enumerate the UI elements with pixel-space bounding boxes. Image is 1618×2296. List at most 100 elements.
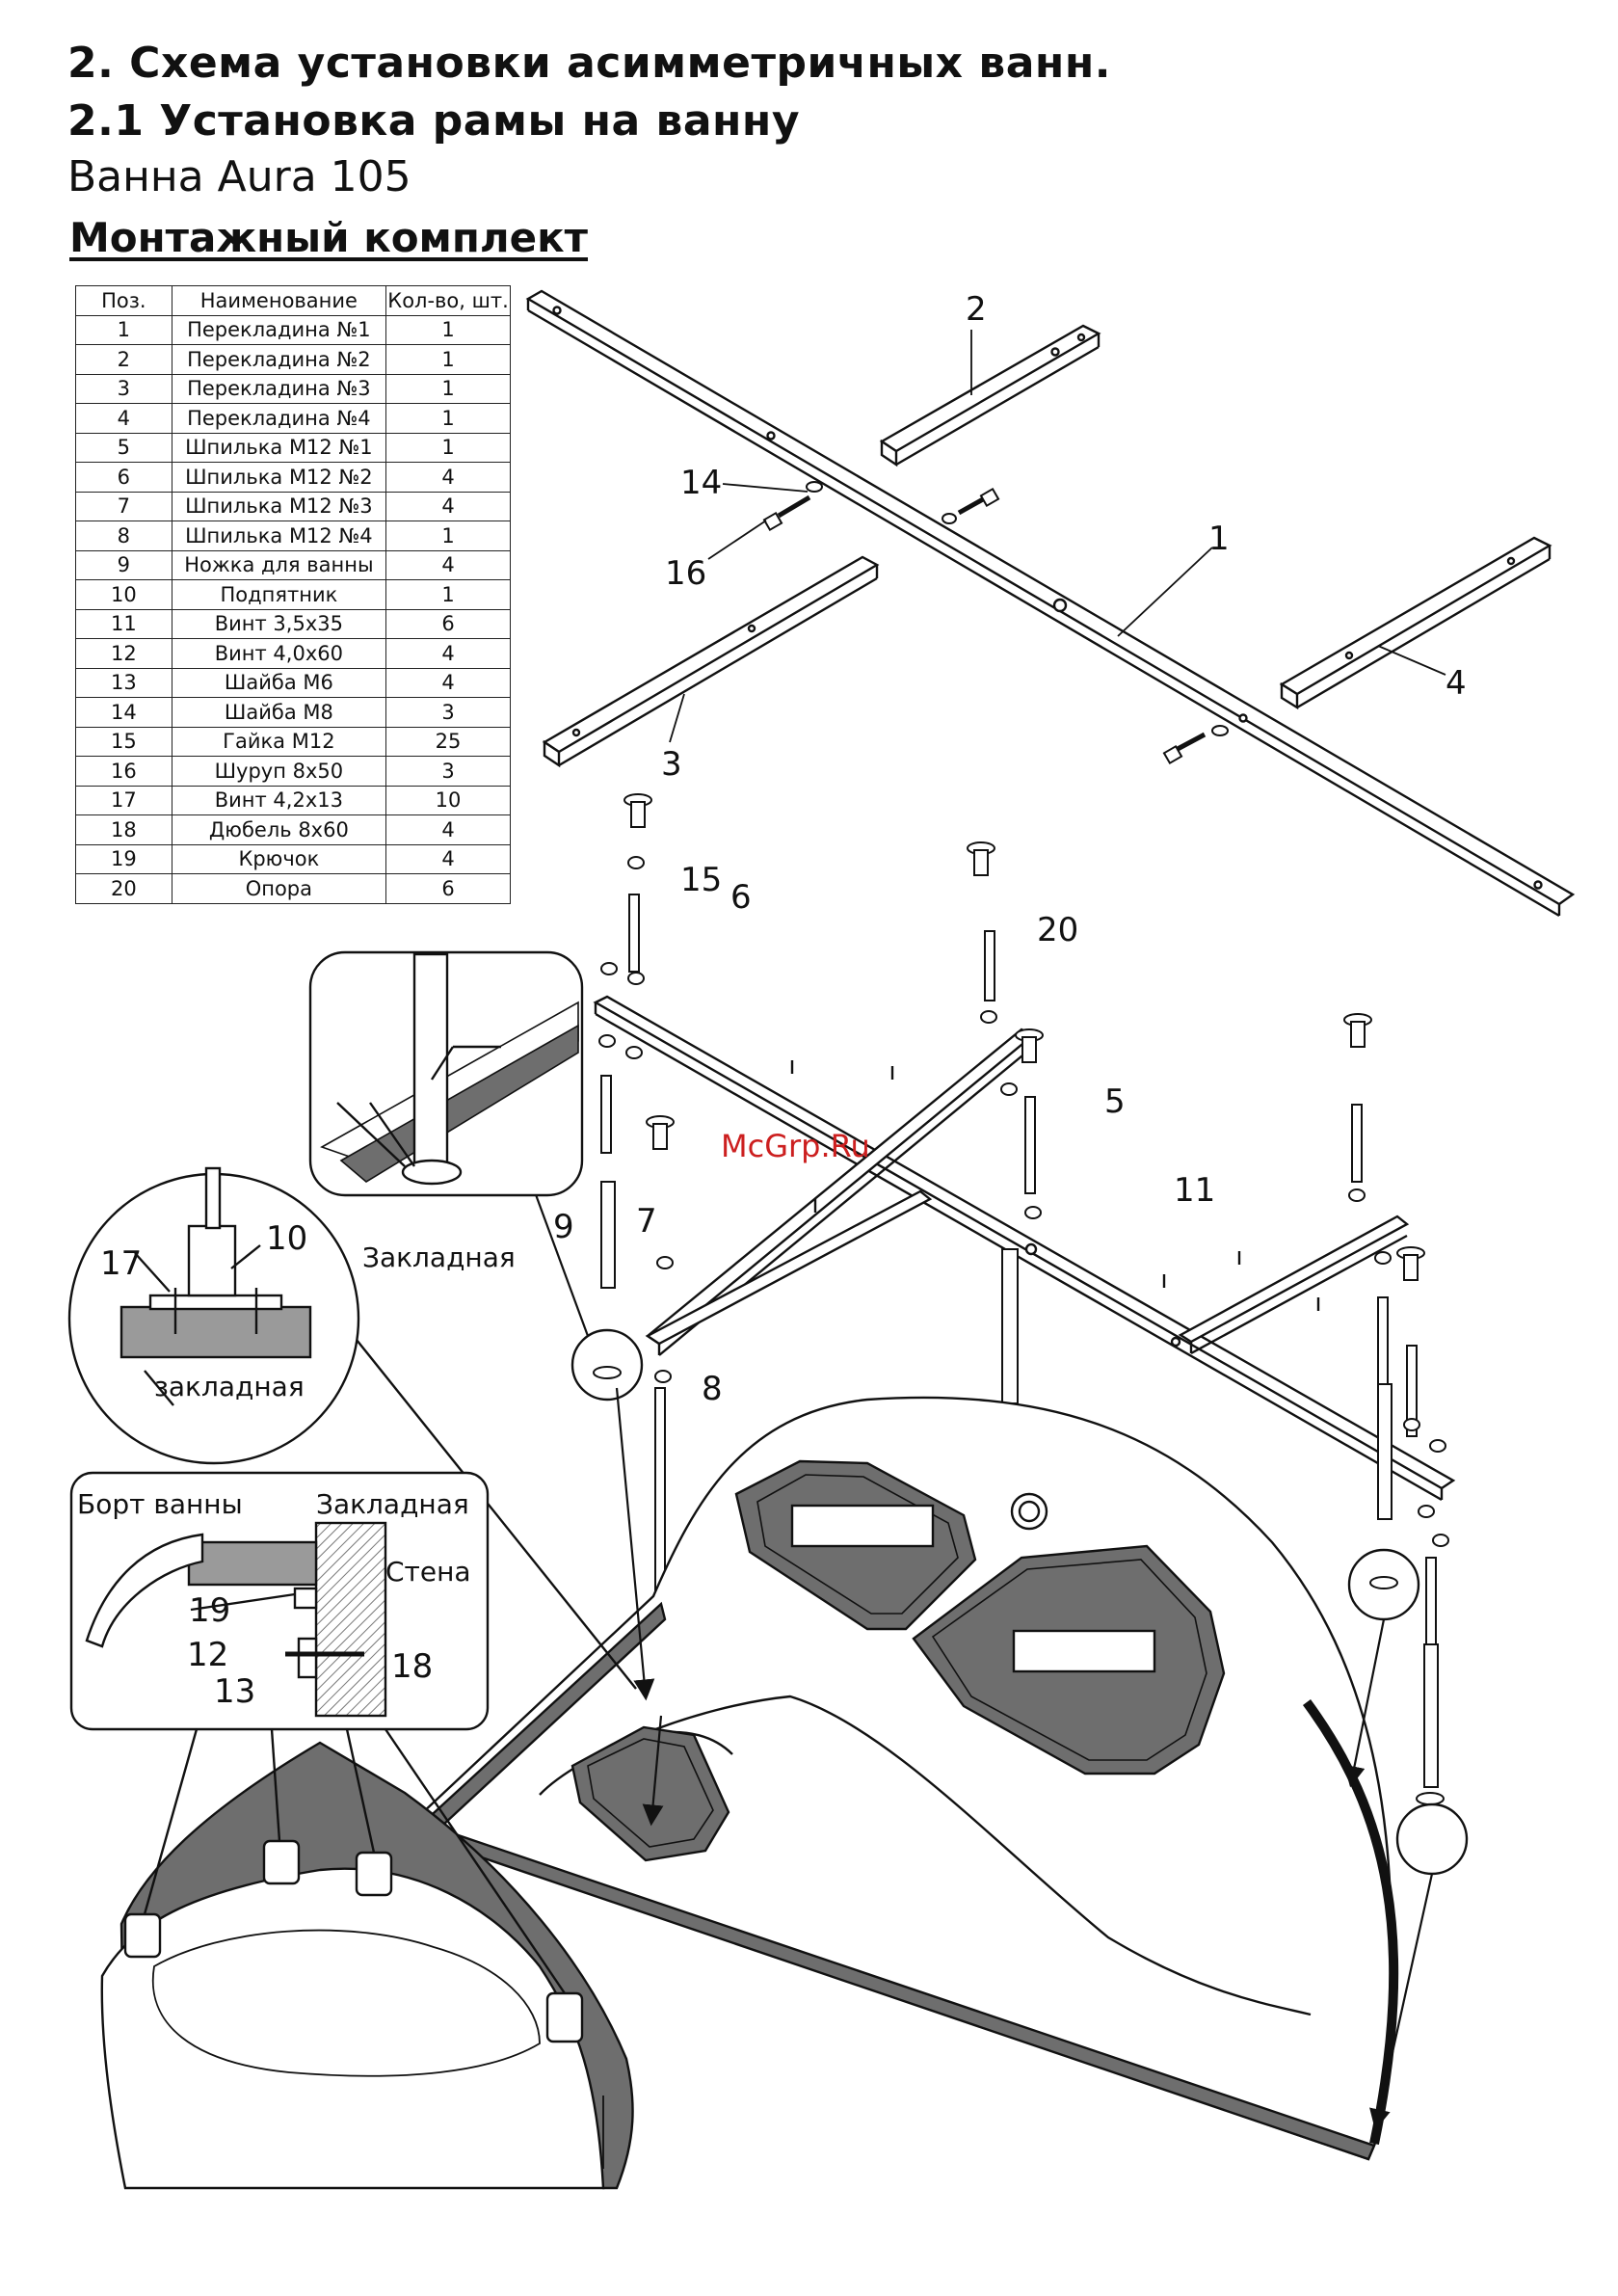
callout-20: 20	[1037, 911, 1078, 949]
callout-6: 6	[730, 878, 752, 917]
cell-qty: 4	[385, 638, 511, 669]
cell-name: Шпилька М12 №2	[171, 462, 387, 493]
detail-podpyatnik	[67, 1166, 637, 1690]
cell-name: Подпятник	[171, 579, 387, 610]
cell-pos: 10	[75, 579, 172, 610]
callout-17: 17	[100, 1244, 142, 1283]
threaded-rods	[600, 894, 1439, 1788]
callout-14: 14	[680, 464, 722, 502]
beam-1	[525, 289, 1576, 918]
cell-qty: 1	[385, 521, 511, 551]
cell-name: Шпилька М12 №4	[171, 521, 387, 551]
cell-pos: 1	[75, 314, 172, 345]
supports-20	[623, 793, 1425, 1281]
bathtub	[402, 1396, 1399, 2161]
cell-pos: 7	[75, 491, 172, 521]
callout-15: 15	[680, 861, 722, 899]
callout-7: 7	[636, 1202, 657, 1241]
beam-3	[542, 555, 880, 768]
cell-name: Шпилька М12 №1	[171, 432, 387, 463]
page-title: 2. Схема установки асимметричных ванн.	[67, 39, 1111, 88]
cell-name: Винт 3,5х35	[171, 608, 387, 639]
cell-pos: 2	[75, 344, 172, 375]
cell-pos: 19	[75, 843, 172, 874]
model-name: Ванна Aura 105	[67, 152, 411, 201]
cell-pos: 18	[75, 814, 172, 845]
callout-18: 18	[391, 1647, 433, 1686]
cell-qty: 4	[385, 491, 511, 521]
cell-pos: 4	[75, 403, 172, 434]
screw-16c	[1162, 725, 1229, 765]
cell-name: Шайба М8	[171, 697, 387, 728]
cell-qty: 6	[385, 873, 511, 904]
lower-frame	[593, 995, 1456, 1502]
callout-1: 1	[1208, 520, 1230, 558]
callout-5: 5	[1104, 1082, 1126, 1121]
parts-table-header: Поз. Наименование Кол-во, шт.	[75, 285, 511, 316]
cell-qty: 3	[385, 697, 511, 728]
cell-qty: 1	[385, 344, 511, 375]
screw-16b	[942, 487, 1000, 524]
cell-qty: 1	[385, 373, 511, 404]
col-name: Наименование	[171, 285, 387, 316]
cell-name: Винт 4,0х60	[171, 638, 387, 669]
callout-12: 12	[187, 1636, 228, 1674]
leaders-upper	[669, 330, 1446, 743]
callout-10: 10	[266, 1219, 307, 1258]
label-zakladnaya-box: Закладная	[316, 1488, 469, 1520]
cell-pos: 11	[75, 608, 172, 639]
cell-name: Винт 4,2х13	[171, 785, 387, 815]
cell-qty: 25	[385, 726, 511, 757]
wall-installation	[100, 1728, 634, 2190]
cell-pos: 12	[75, 638, 172, 669]
label-stena: Стена	[385, 1556, 471, 1588]
callout-13: 13	[214, 1672, 255, 1711]
label-bort: Борт ванны	[77, 1488, 243, 1520]
cell-pos: 20	[75, 873, 172, 904]
nuts	[598, 856, 1449, 1547]
cell-qty: 4	[385, 814, 511, 845]
cell-pos: 14	[75, 697, 172, 728]
col-qty: Кол-во, шт.	[385, 285, 511, 316]
screw-16	[762, 481, 823, 532]
cell-qty: 4	[385, 549, 511, 580]
cell-name: Шайба М6	[171, 667, 387, 698]
cell-name: Шпилька М12 №3	[171, 491, 387, 521]
cell-qty: 1	[385, 432, 511, 463]
cell-name: Перекладина №3	[171, 373, 387, 404]
cell-qty: 6	[385, 608, 511, 639]
cell-name: Опора	[171, 873, 387, 904]
callout-4: 4	[1446, 664, 1467, 703]
cell-pos: 3	[75, 373, 172, 404]
label-zakladnaya-lower: закладная	[154, 1371, 305, 1402]
cell-qty: 3	[385, 756, 511, 787]
callout-19: 19	[189, 1591, 230, 1630]
beam-2	[879, 324, 1101, 467]
cell-name: Шуруп 8х50	[171, 756, 387, 787]
beam-4	[1279, 536, 1552, 710]
detail-zakladnaya	[308, 950, 584, 1197]
label-zakladnaya-top: Закладная	[362, 1241, 516, 1273]
callout-8: 8	[702, 1370, 723, 1408]
watermark: McGrp.Ru	[721, 1128, 870, 1164]
callout-2: 2	[966, 290, 987, 329]
screws-11	[790, 1060, 1320, 1311]
cell-name: Перекладина №4	[171, 403, 387, 434]
